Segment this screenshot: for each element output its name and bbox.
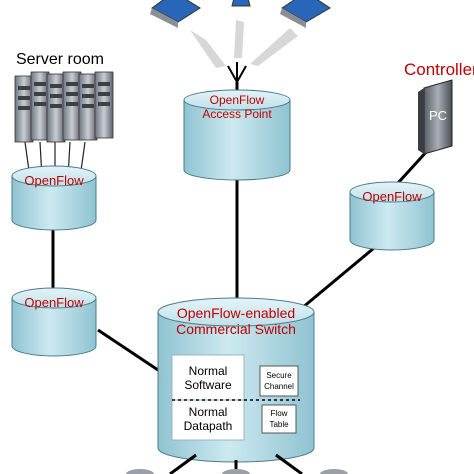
flow-table-box xyxy=(261,404,297,434)
openflow-node-right: OpenFlow xyxy=(349,181,435,251)
laptop-icon xyxy=(280,0,331,28)
node-label: OpenFlow xyxy=(24,173,84,188)
normal-datapath-line1: Normal xyxy=(189,405,228,419)
normal-software-box xyxy=(171,354,245,401)
link-right-to-switch xyxy=(301,241,381,310)
node-label: OpenFlow xyxy=(24,295,84,310)
switch-label-line1: OpenFlow-enabled xyxy=(177,305,295,321)
normal-software-line1: Normal xyxy=(189,364,228,378)
normal-datapath-line2: Datapath xyxy=(184,419,233,433)
wireless-signals-icon xyxy=(190,20,298,68)
secure-channel-box xyxy=(259,365,299,397)
laptop-icon xyxy=(126,469,348,474)
pc-label: PC xyxy=(429,108,447,123)
openflow-node-left-top: OpenFlow xyxy=(11,165,97,231)
secure-channel-line2: Channel xyxy=(264,382,294,391)
node-label-line2: Access Point xyxy=(202,107,272,121)
controller-label: Controller xyxy=(404,60,474,79)
switch-label-line2: Commercial Switch xyxy=(176,321,296,337)
openflow-access-point-node: OpenFlow Access Point xyxy=(183,89,291,181)
laptop-icon xyxy=(231,0,251,7)
server-rack-icon xyxy=(14,71,114,143)
laptop-icon xyxy=(150,0,201,28)
node-label-line1: OpenFlow xyxy=(210,93,265,107)
secure-channel-line1: Secure xyxy=(266,371,292,380)
flow-table-line2: Table xyxy=(269,420,289,429)
normal-software-line2: Software xyxy=(184,378,232,392)
openflow-enabled-switch-node: OpenFlow-enabled Commercial Switch Norma… xyxy=(157,297,315,463)
flow-table-line1: Flow xyxy=(271,409,288,418)
pc-tower-icon: PC xyxy=(418,79,453,155)
server-room-label: Server room xyxy=(16,51,104,68)
antenna-icon xyxy=(227,62,247,83)
link-controller-to-right xyxy=(396,148,430,185)
normal-datapath-box xyxy=(171,399,245,441)
openflow-node-left-bottom: OpenFlow xyxy=(11,287,97,357)
node-label: OpenFlow xyxy=(362,189,422,204)
